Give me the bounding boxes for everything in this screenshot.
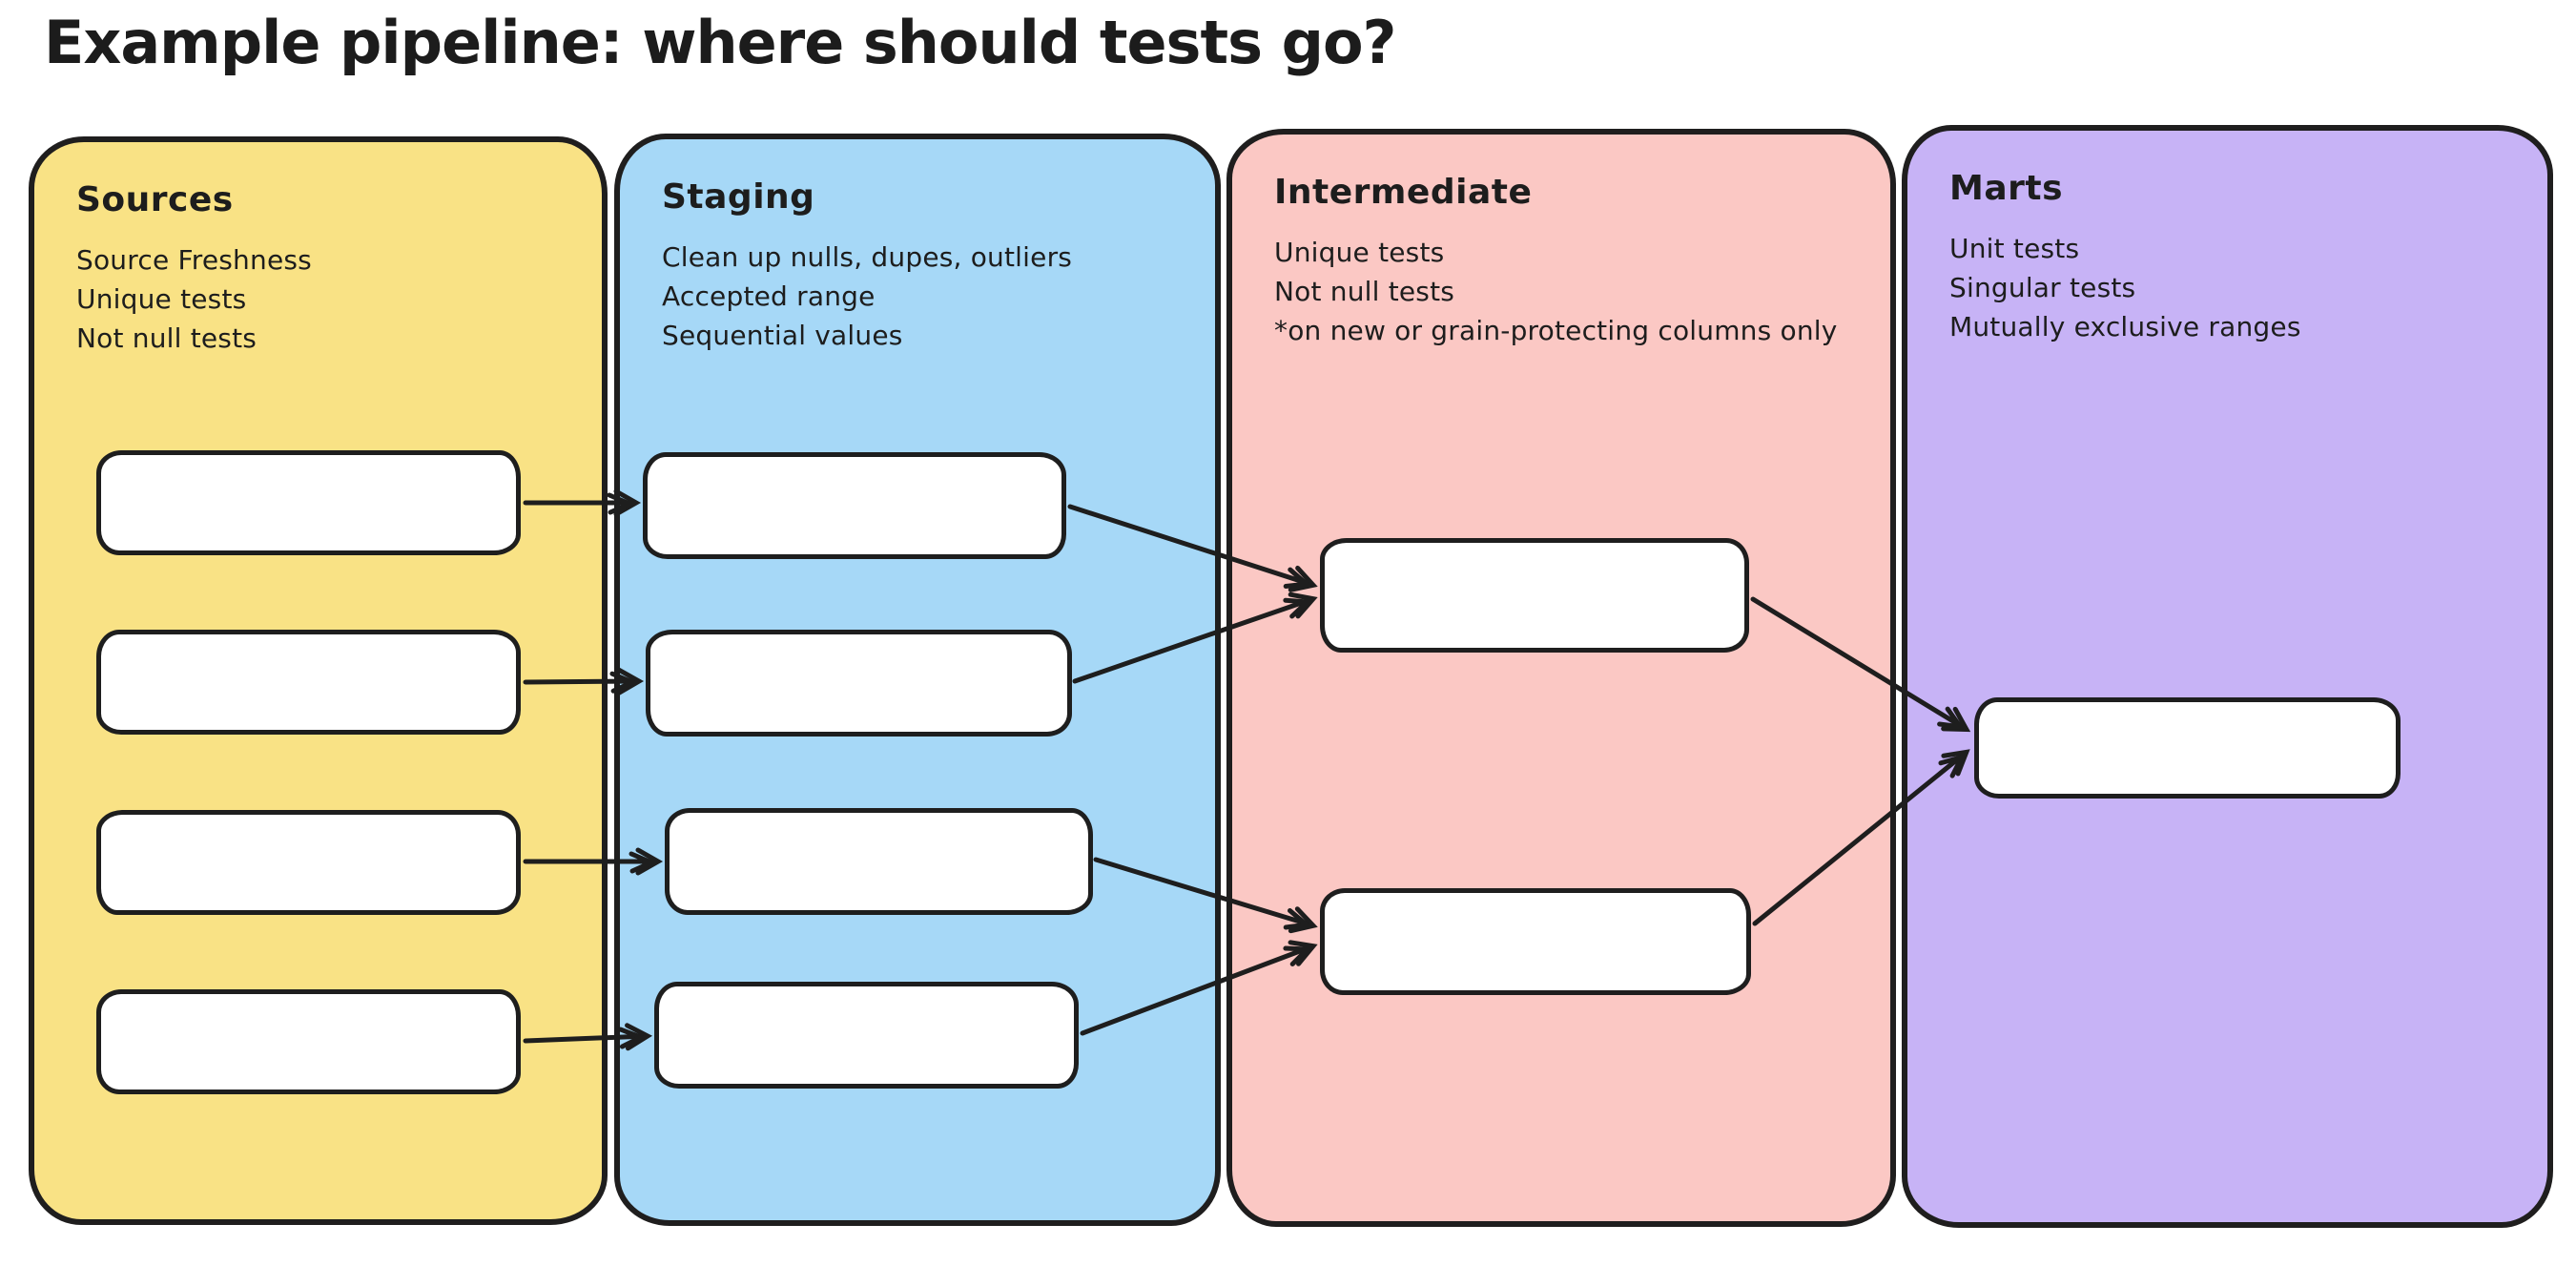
- column-staging-notes: Clean up nulls, dupes, outliers Accepted…: [662, 238, 1186, 355]
- model-box-intermediate-1: [1320, 538, 1749, 653]
- note-line: Mutually exclusive ranges: [1949, 311, 2301, 342]
- model-box-staging-2: [646, 630, 1072, 737]
- column-marts-title: Marts: [1949, 169, 2064, 208]
- note-line: Clean up nulls, dupes, outliers: [662, 241, 1073, 273]
- model-box-staging-4: [654, 982, 1079, 1089]
- column-intermediate-notes: Unique tests Not null tests *on new or g…: [1274, 233, 1862, 350]
- note-line: Not null tests: [76, 322, 258, 354]
- column-sources-title: Sources: [76, 180, 234, 219]
- model-box-staging-1: [643, 452, 1066, 559]
- note-line: Sequential values: [662, 320, 903, 351]
- column-marts: Marts Unit tests Singular tests Mutually…: [1902, 125, 2553, 1228]
- note-line: Accepted range: [662, 280, 876, 312]
- model-box-marts-1: [1974, 697, 2401, 799]
- model-box-staging-3: [665, 808, 1093, 915]
- model-box-sources-4: [96, 989, 521, 1094]
- note-line: *on new or grain-protecting columns only: [1274, 315, 1838, 346]
- model-box-sources-3: [96, 810, 521, 915]
- model-box-intermediate-2: [1320, 888, 1751, 995]
- note-line: Unit tests: [1949, 233, 2080, 264]
- note-line: Unique tests: [1274, 237, 1445, 268]
- diagram-title: Example pipeline: where should tests go?: [44, 8, 1397, 77]
- column-staging-title: Staging: [662, 177, 815, 217]
- note-line: Singular tests: [1949, 272, 2136, 303]
- column-sources-notes: Source Freshness Unique tests Not null t…: [76, 240, 573, 358]
- column-intermediate-title: Intermediate: [1274, 173, 1533, 212]
- note-line: Unique tests: [76, 283, 247, 315]
- note-line: Not null tests: [1274, 276, 1455, 307]
- model-box-sources-1: [96, 450, 521, 555]
- column-intermediate: Intermediate Unique tests Not null tests…: [1226, 129, 1896, 1227]
- column-marts-notes: Unit tests Singular tests Mutually exclu…: [1949, 229, 2519, 346]
- model-box-sources-2: [96, 630, 521, 735]
- note-line: Source Freshness: [76, 244, 312, 276]
